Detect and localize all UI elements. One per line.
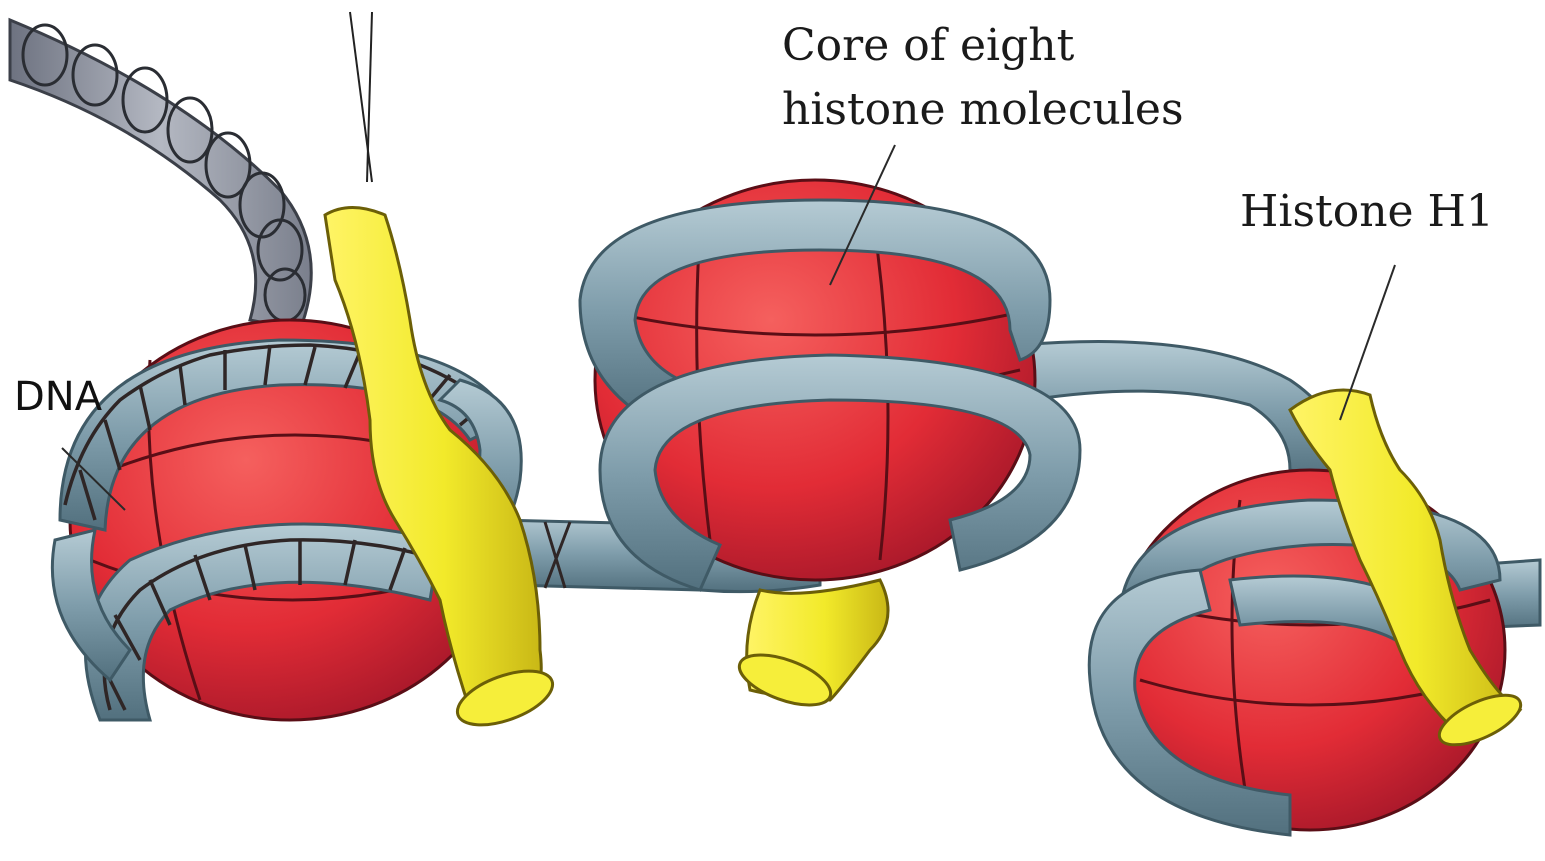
nucleosome-middle	[580, 180, 1080, 590]
label-core-line1: Core of eight	[782, 22, 1074, 70]
label-dna: DNA	[14, 374, 102, 420]
chromatin-fiber-coil	[10, 20, 311, 330]
label-histone-h1: Histone H1	[1240, 188, 1494, 236]
label-core-line2: histone molecules	[782, 86, 1184, 134]
